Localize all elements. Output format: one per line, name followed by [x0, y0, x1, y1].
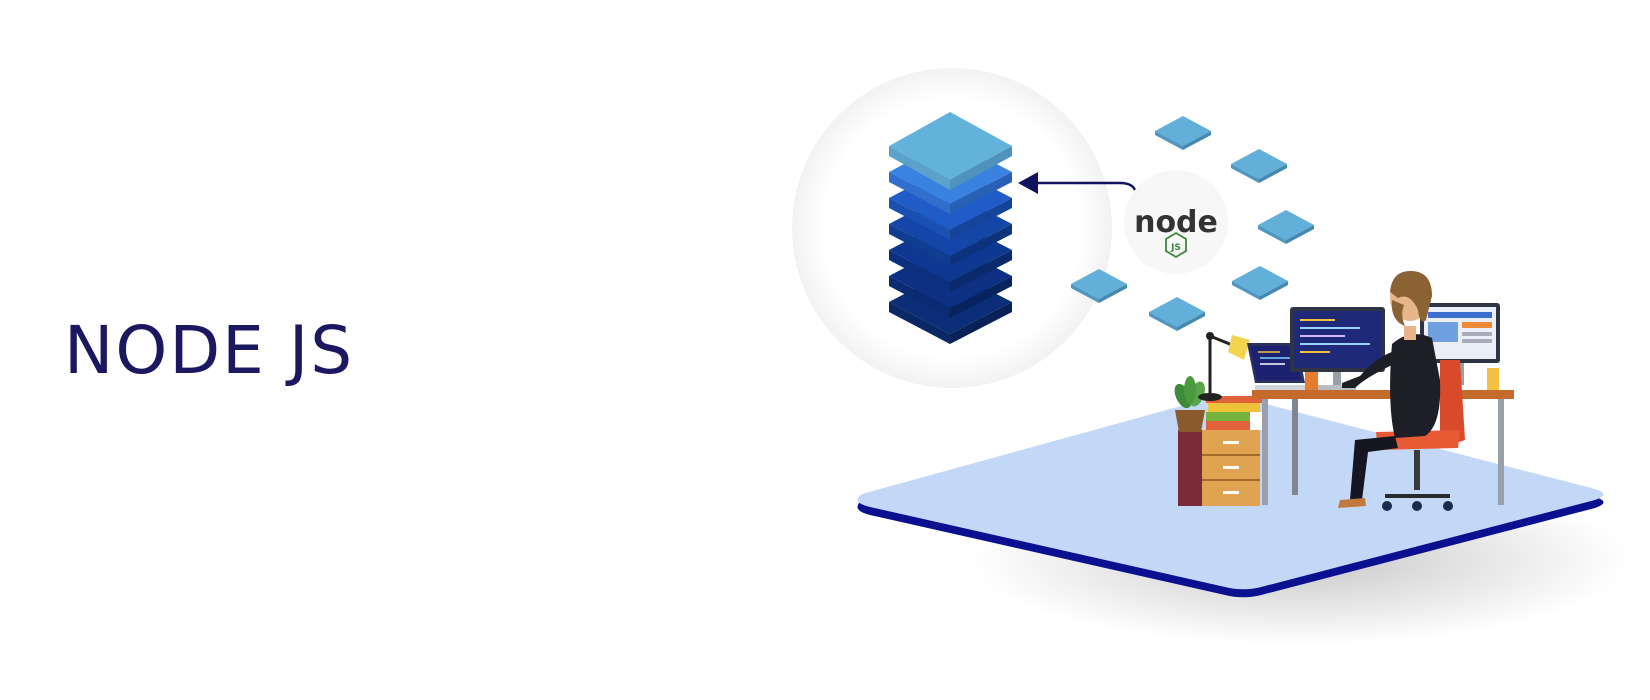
tile — [1258, 210, 1314, 244]
server-stack-icon — [889, 112, 1012, 344]
node-logo-backdrop — [1124, 170, 1228, 274]
developer-person-icon — [1338, 270, 1441, 508]
mug-icon — [1305, 372, 1318, 390]
tile — [1231, 149, 1287, 183]
desk-top — [1252, 390, 1514, 399]
arrow-left-icon — [1018, 172, 1137, 194]
developer-desk-scene — [1174, 270, 1514, 511]
nodejs-logo: node JS — [1134, 205, 1218, 259]
tile — [1155, 116, 1211, 150]
books-icon — [1206, 396, 1262, 430]
node-wordmark: node — [1134, 205, 1218, 240]
desk-lamp-icon — [1198, 332, 1250, 401]
monitor-icon — [1290, 307, 1385, 390]
page-title: NODE JS — [64, 312, 355, 390]
tile — [1071, 269, 1127, 303]
plant-icon — [1174, 376, 1205, 432]
js-badge: JS — [1170, 243, 1181, 253]
floating-tiles — [1071, 116, 1314, 331]
tile — [1232, 266, 1288, 300]
tile — [1149, 297, 1205, 331]
second-monitor-icon — [1420, 303, 1500, 385]
pencil-cup-icon — [1487, 368, 1499, 390]
cabinet-side — [1178, 430, 1202, 506]
js-badge-hexagon — [1165, 231, 1187, 259]
